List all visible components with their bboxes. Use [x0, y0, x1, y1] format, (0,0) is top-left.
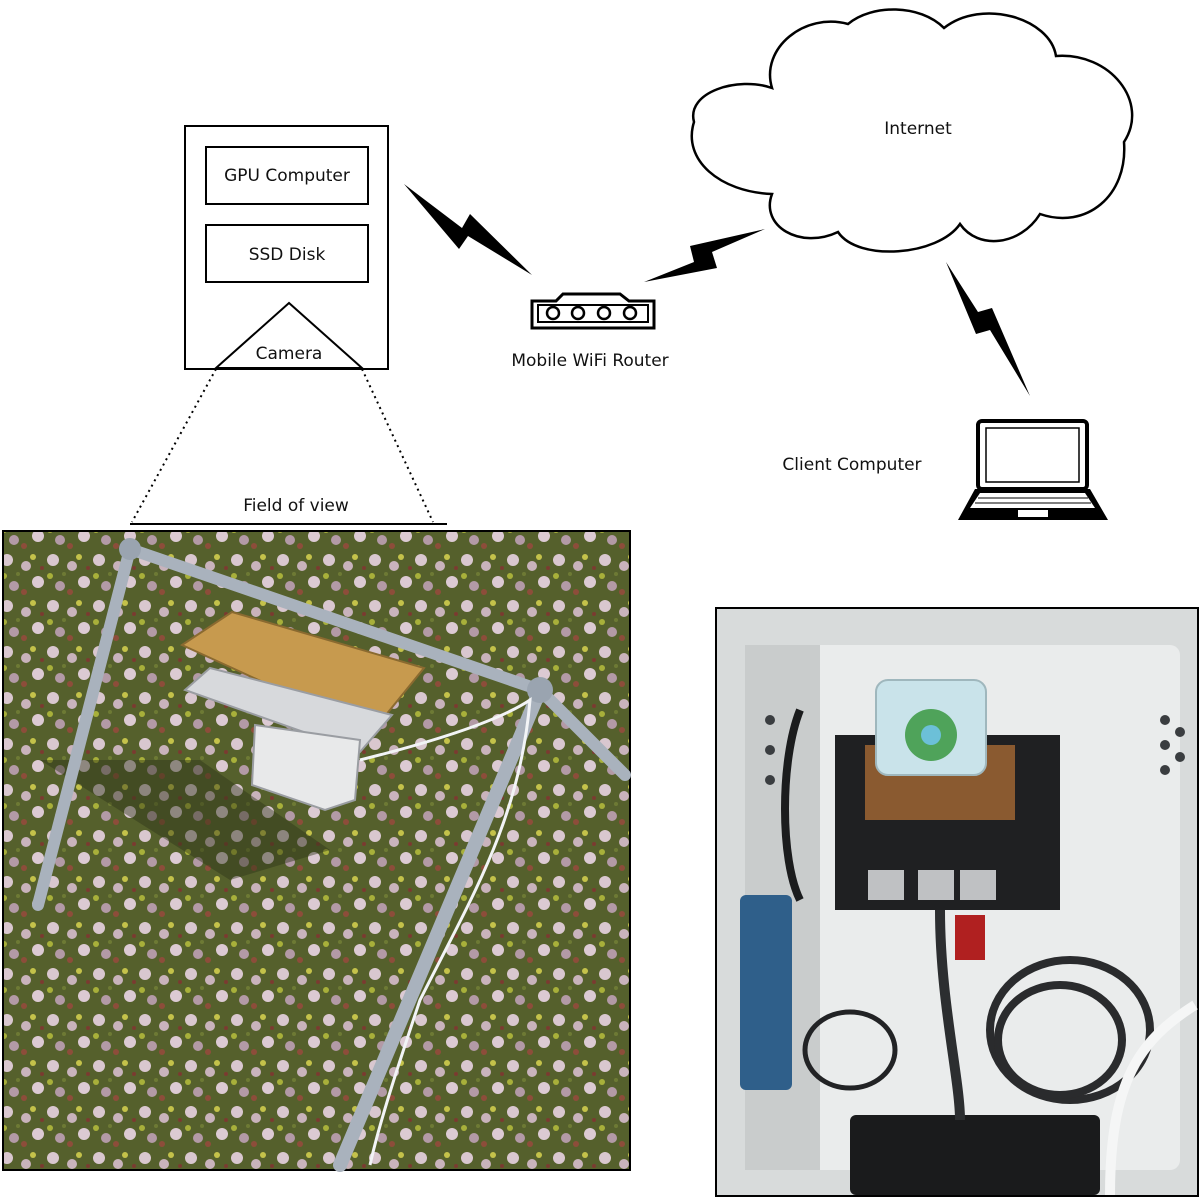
ssd-disk-label: SSD Disk — [249, 245, 326, 265]
gpu-computer-label: GPU Computer — [224, 166, 350, 186]
field-photo — [2, 530, 631, 1172]
internet-cloud — [690, 8, 1134, 253]
wireless-link-device-router — [404, 184, 532, 275]
laptop-icon — [958, 419, 1108, 520]
wireless-link-router-cloud — [644, 229, 765, 282]
internet-label: Internet — [884, 119, 952, 139]
client-computer-label: Client Computer — [782, 455, 921, 475]
camera-label: Camera — [256, 344, 323, 364]
gpu-computer-box — [205, 146, 369, 205]
hardware-photo — [715, 607, 1199, 1197]
fov-right-ray — [361, 368, 434, 523]
router-label: Mobile WiFi Router — [511, 351, 668, 371]
camera-triangle — [213, 301, 365, 369]
ssd-disk-box — [205, 224, 369, 283]
wireless-link-cloud-client — [946, 262, 1030, 396]
field-of-view: Field of view — [130, 368, 447, 525]
router-icon — [530, 292, 656, 330]
fov-label: Field of view — [243, 496, 349, 516]
edge-device: GPU Computer SSD Disk Camera — [184, 125, 389, 370]
fov-left-ray — [131, 368, 217, 523]
